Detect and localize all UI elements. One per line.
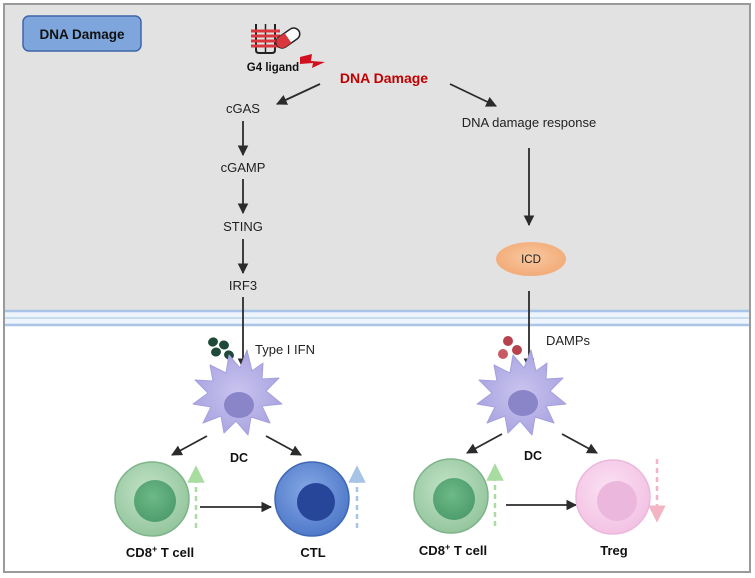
damps-label: DAMPs (546, 333, 591, 348)
capsule-icon (275, 27, 301, 49)
ctl-cell-icon (274, 461, 350, 537)
type-i-ifn-label: Type I IFN (255, 342, 315, 357)
damps-molecules-icon (498, 336, 522, 359)
arrow-to-cgas (276, 83, 321, 105)
dendritic-cell-left-icon (192, 349, 283, 436)
icd-node: ICD (496, 242, 566, 276)
dc-right-label: DC (524, 449, 542, 463)
g4-ligand-icon (251, 24, 301, 54)
cgamp-label: cGAMP (221, 160, 266, 175)
cell-membrane (5, 309, 749, 327)
arrow-dc-ctl (265, 435, 302, 456)
dc-left-label: DC (230, 451, 248, 465)
sting-label: STING (223, 219, 263, 234)
badge-label: DNA Damage (39, 27, 125, 42)
ddr-label: DNA damage response (462, 115, 596, 130)
icd-label: ICD (521, 254, 541, 266)
dendritic-cell-right-icon (476, 349, 567, 436)
cgas-label: cGAS (226, 101, 260, 116)
dna-damage-badge: DNA Damage (22, 15, 142, 52)
treg-cell-icon (575, 459, 651, 535)
cd8-right-label: CD8+ T cell (419, 542, 487, 558)
g4-ligand-label: G4 ligand (247, 62, 299, 74)
ctl-label: CTL (300, 545, 325, 560)
lightning-icon (300, 54, 325, 68)
intracellular-region (5, 5, 749, 311)
cd8-t-cell-right-icon (413, 458, 489, 534)
cd8-left-label: CD8+ T cell (126, 544, 194, 560)
center-dna-damage-label: DNA Damage (340, 70, 428, 86)
cd8-t-cell-left-icon (114, 461, 190, 537)
irf3-label: IRF3 (229, 278, 257, 293)
arrow-dc-cd8-right (466, 433, 503, 454)
arrow-dc-cd8-left (171, 435, 208, 456)
arrow-to-ddr (449, 83, 497, 107)
arrow-dc-treg (561, 433, 598, 454)
treg-label: Treg (600, 543, 628, 558)
